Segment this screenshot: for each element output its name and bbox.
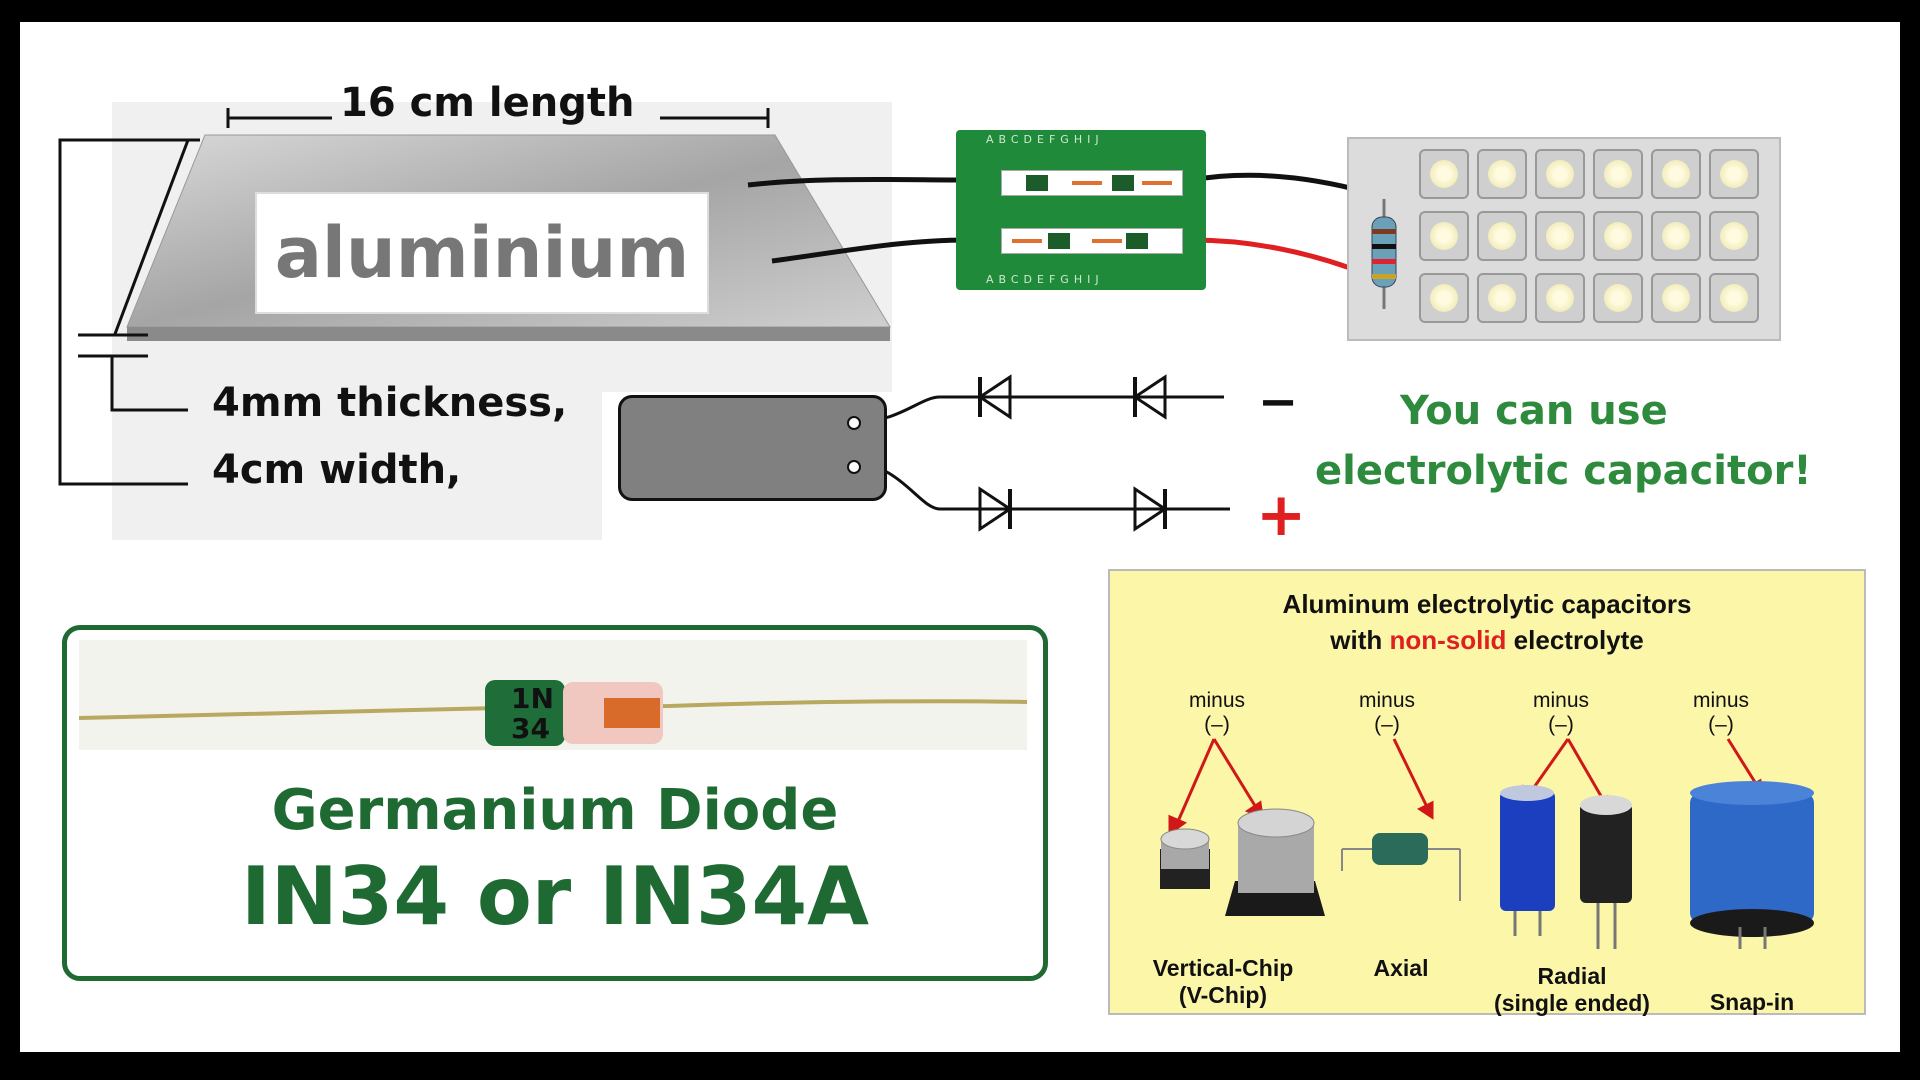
led-chip (1709, 149, 1759, 199)
led-chip (1535, 149, 1585, 199)
axial-capacitor (1341, 833, 1461, 901)
pcb-letters-top: ABCDEFGHIJ (986, 133, 1104, 146)
capacitor-box (618, 395, 887, 501)
led-chip (1535, 211, 1585, 261)
minus-label-2: minus(–) (1358, 689, 1416, 736)
led-chip (1651, 211, 1701, 261)
lead-top (855, 395, 1224, 424)
wire-pcb-led-red (1191, 237, 1367, 277)
led-chip (1593, 149, 1643, 199)
led-chip (1709, 273, 1759, 323)
diagram-canvas: 16 cm length aluminium 4mm thickness, 4c… (20, 22, 1900, 1052)
led-chip (1419, 273, 1469, 323)
dimension-bracket (58, 138, 200, 486)
led-chip (1535, 273, 1585, 323)
led-panel (1347, 137, 1781, 341)
non-solid-highlight: non-solid (1389, 625, 1507, 655)
diode-marking-2: 34 (511, 712, 550, 745)
pcb-diode-row-top (1001, 170, 1183, 196)
led-chip (1709, 211, 1759, 261)
diode-marking-1: 1N (511, 682, 554, 715)
electrolytic-panel: Aluminum electrolytic capacitors with no… (1108, 569, 1866, 1016)
diode-symbol-bottom-1 (978, 486, 1013, 532)
led-chip (1419, 211, 1469, 261)
lead-bottom (855, 462, 1230, 511)
type-label-radial: Radial(single ended) (1494, 963, 1650, 1016)
diode-name-label: Germanium Diode (271, 778, 839, 843)
type-label-vchip: Vertical-Chip(V-Chip) (1152, 955, 1294, 1008)
type-label-snapin: Snap-in (1709, 989, 1795, 1015)
led-chip (1651, 149, 1701, 199)
diode-symbol-top-2 (1132, 374, 1167, 420)
panel-title-line-1: Aluminum electrolytic capacitors (1282, 589, 1692, 619)
minus-label-4: minus(–) (1692, 689, 1750, 736)
diode-symbol-top-1 (977, 374, 1012, 420)
width-label: 4cm width, (212, 447, 462, 493)
thickness-label: 4mm thickness, (212, 380, 568, 426)
aluminium-label: aluminium (255, 192, 709, 314)
diode-part-label: IN34 or IN34A (240, 850, 870, 943)
pcb-diode-row-bottom (1001, 228, 1183, 254)
minus-label-3: minus(–) (1532, 689, 1590, 736)
capacitor-illustrations (1160, 738, 1814, 949)
led-chip (1593, 273, 1643, 323)
led-chip (1419, 149, 1469, 199)
wire-bottom (771, 237, 969, 264)
diode-symbol-bottom-2 (1133, 486, 1168, 532)
minus-sign: − (1258, 374, 1299, 430)
vchip-large-capacitor (1225, 808, 1325, 916)
terminal-top (847, 416, 861, 430)
note-line-2: electrolytic capacitor! (1315, 448, 1812, 494)
snapin-capacitor (1690, 781, 1814, 949)
vchip-small-capacitor (1160, 828, 1210, 889)
minus-label-1: minus(–) (1188, 689, 1246, 736)
aluminium-plate-edge (127, 327, 890, 341)
length-label: 16 cm length (340, 80, 635, 126)
led-chip (1477, 273, 1527, 323)
led-chip (1477, 149, 1527, 199)
panel-title-line-2: with non-solid electrolyte (1330, 625, 1644, 655)
plus-sign: + (1256, 480, 1307, 550)
diode-photo: 1N 34 (79, 640, 1027, 750)
led-chip (1477, 211, 1527, 261)
led-chip (1593, 211, 1643, 261)
wire-top (747, 176, 969, 188)
pcb-letters-bottom: ABCDEFGHIJ (986, 273, 1104, 286)
type-label-axial: Axial (1373, 955, 1429, 981)
note-line-1: You can use (1400, 388, 1668, 434)
resistor-icon (1371, 199, 1397, 309)
germanium-diode-card: 1N 34 Germanium Diode IN34 or IN34A (62, 625, 1048, 981)
wire-pcb-led-black (1191, 172, 1367, 195)
terminal-bottom (847, 460, 861, 474)
pcb-board: ABCDEFGHIJ ABCDEFGHIJ (956, 130, 1206, 290)
radial-capacitor-black (1580, 795, 1632, 949)
led-chip (1651, 273, 1701, 323)
dimension-background (112, 392, 602, 540)
radial-capacitor-blue (1500, 785, 1555, 936)
